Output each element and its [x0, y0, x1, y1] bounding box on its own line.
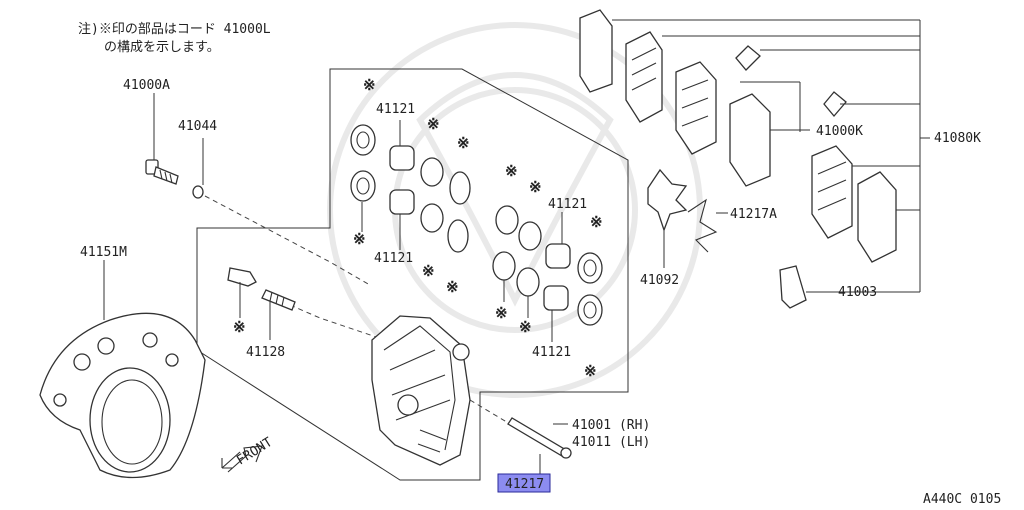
asterisk-seal-7: ※ [505, 162, 518, 180]
bolt-41000A [145, 93, 179, 185]
note-line-2: の構成を示します。 [104, 40, 220, 55]
asterisk-seal-11: ※ [519, 318, 532, 336]
label-41121-c: 41121 [548, 197, 587, 212]
asterisk-seal-3: ※ [457, 134, 470, 152]
bleeder-41128 [227, 267, 296, 340]
guide-pin-41217 [507, 417, 572, 476]
caliper-assembly-outline [196, 68, 629, 481]
label-41217A: 41217A [730, 207, 777, 222]
label-41003: 41003 [838, 285, 877, 300]
asterisk-seal-5: ※ [422, 262, 435, 280]
label-41151M: 41151M [80, 245, 127, 260]
asterisk-seal-2: ※ [427, 115, 440, 133]
label-41128: 41128 [246, 345, 285, 360]
seal-kit-upper [350, 120, 471, 253]
asterisk-seal-9: ※ [590, 213, 603, 231]
asterisk-seal-12: ※ [584, 362, 597, 380]
label-front: FRONT [234, 435, 275, 469]
asterisk-seal-10: ※ [495, 304, 508, 322]
caliper-body [371, 315, 471, 466]
washer-41044 [192, 138, 204, 199]
label-41092: 41092 [640, 273, 679, 288]
highlight-41217 [497, 473, 551, 493]
pads-leader-lines [612, 19, 930, 293]
label-41217: 41217 [505, 477, 544, 492]
spring-41217A [687, 198, 728, 253]
asterisk-seal-4: ※ [353, 230, 366, 248]
front-direction-arrow [221, 445, 263, 473]
label-41080K: 41080K [934, 131, 981, 146]
anti-rattle-clip-41092 [647, 168, 688, 268]
asterisk-seal-8: ※ [529, 178, 542, 196]
label-41000A: 41000A [123, 78, 170, 93]
label-41000K: 41000K [816, 124, 863, 139]
asterisk-seal-1: ※ [363, 76, 376, 94]
label-41011: 41011 (LH) [572, 435, 650, 450]
label-41044: 41044 [178, 119, 217, 134]
diagram-code: A440C 0105 [923, 492, 1001, 507]
label-41121-d: 41121 [532, 345, 571, 360]
dust-shield-41151M [39, 260, 206, 479]
note-line-1: 注)※印の部品はコード 41000L [78, 22, 271, 37]
asterisk-41128-a: ※ [233, 318, 246, 336]
label-41001: 41001 (RH) [572, 418, 650, 433]
seal-kit-lower [492, 205, 603, 342]
label-41121-a: 41121 [376, 102, 415, 117]
label-41121-b: 41121 [374, 251, 413, 266]
asterisk-seal-6: ※ [446, 278, 459, 296]
brake-pads-group [579, 9, 897, 309]
